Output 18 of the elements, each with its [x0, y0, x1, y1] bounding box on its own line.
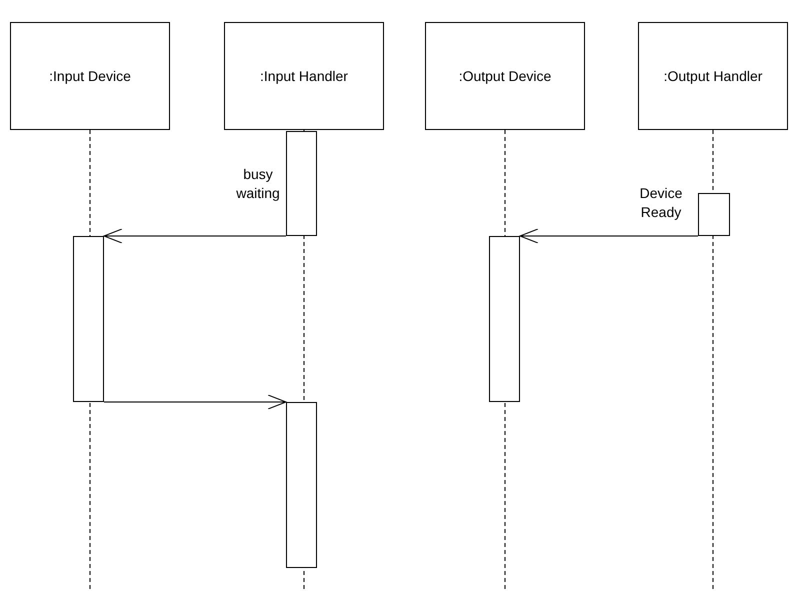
lifeline-head-box	[638, 22, 788, 130]
activation-bar	[698, 193, 730, 236]
lifeline-name: :Input Handler	[260, 68, 348, 84]
lifeline-head-box	[224, 22, 384, 130]
lifeline-name: :Output Handler	[664, 68, 762, 84]
message-arrow	[520, 228, 698, 244]
lifeline-name: :Input Device	[49, 68, 131, 84]
message-arrow	[104, 394, 286, 410]
activation-bar	[286, 402, 317, 568]
lifeline-name: :Output Device	[458, 68, 552, 84]
message-arrow	[104, 228, 286, 244]
activation-bar	[73, 236, 104, 402]
activation-bar	[286, 131, 317, 236]
note-label: Device Ready	[638, 184, 684, 222]
note-label: busy waiting	[235, 165, 281, 203]
activation-bar	[489, 236, 520, 402]
lifeline-head-box	[425, 22, 585, 130]
lifeline-head-box	[10, 22, 170, 130]
